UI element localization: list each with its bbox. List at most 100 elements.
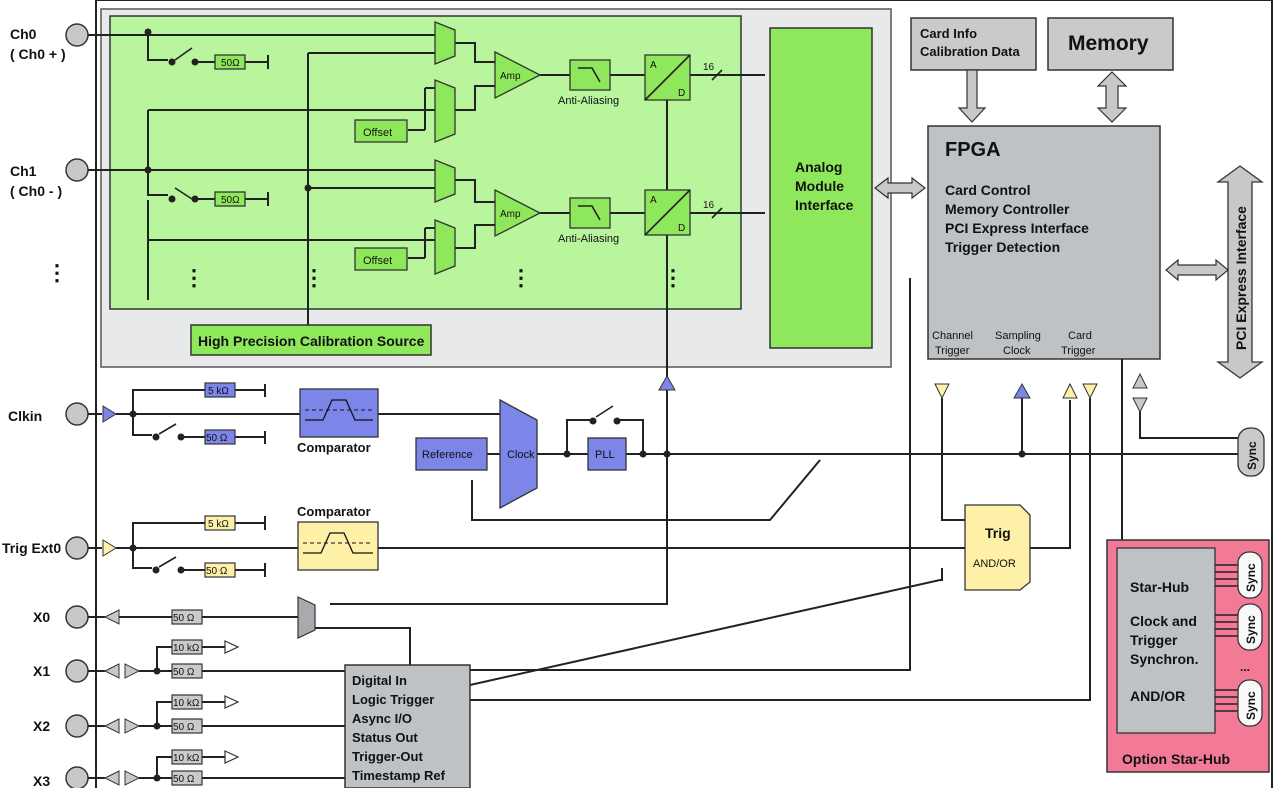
pll-label: PLL [595, 449, 615, 461]
digital-io-block: Digital In Logic Trigger Async I/O Statu… [344, 664, 471, 788]
ch1-r50-label: 50Ω [221, 195, 240, 206]
port-x1[interactable] [65, 659, 89, 683]
port-trigext0[interactable] [65, 536, 89, 560]
clock-comparator: Comparator [297, 388, 379, 455]
ch0-offset-label: Offset [363, 127, 392, 139]
pll-block: PLL [587, 437, 627, 471]
more-channels-dots: ⋮ [46, 260, 68, 285]
ch0-amp: Amp [494, 50, 542, 100]
card-outline [95, 0, 1273, 788]
x2-r50: 50 Ω [171, 718, 203, 734]
ch1-adc-d: D [678, 223, 685, 234]
fpga-line-1: Card Control [945, 182, 1031, 198]
fpga-channel-trigger-1: Channel [932, 330, 973, 342]
ch1-antialias-label: Anti-Aliasing [558, 233, 619, 245]
dio-line-3: Async I/O [352, 711, 412, 726]
dio-line-5: Trigger-Out [352, 749, 423, 764]
analog-dots-1: ⋮ [183, 265, 205, 290]
clock-r50: 50 Ω [204, 429, 236, 445]
x1-r10k: 10 kΩ [171, 639, 203, 655]
x3-r10k-label: 10 kΩ [173, 753, 200, 764]
clock-r50-label: 50 Ω [206, 433, 228, 444]
starhub-line-2: Clock and [1130, 613, 1197, 629]
memory-arrow [1096, 71, 1128, 123]
clock-to-adc-triangle [658, 374, 676, 391]
fpga-line-2: Memory Controller [945, 201, 1070, 217]
sync-3-label: Sync [1244, 691, 1258, 720]
x1-r50-label: 50 Ω [173, 667, 195, 678]
x1-r10k-label: 10 kΩ [173, 643, 200, 654]
ch1-offset-mux [434, 219, 456, 275]
port-x2[interactable] [65, 714, 89, 738]
clkin-label: Clkin [8, 408, 42, 424]
trig-comparator: Comparator [297, 504, 379, 571]
x2-r10k-label: 10 kΩ [173, 698, 200, 709]
sync-1-label: Sync [1244, 563, 1258, 592]
fpga-title: FPGA [945, 139, 1001, 161]
memory-label: Memory [1068, 32, 1149, 55]
memory-box: Memory [1047, 17, 1174, 71]
trig-andor-block: Trig AND/OR [964, 504, 1031, 591]
reference-block: Reference [415, 437, 488, 471]
starhub-line-4: Synchron. [1130, 651, 1198, 667]
calibration-label: High Precision Calibration Source [198, 333, 425, 349]
ch0-sub-label: ( Ch0 + ) [10, 46, 66, 62]
analog-module-interface: Analog Module Interface [769, 27, 873, 349]
dio-line-2: Logic Trigger [352, 692, 434, 707]
trig-r5k-label: 5 kΩ [208, 519, 229, 530]
cardinfo-arrow [957, 69, 987, 123]
fpga-channel-trigger-2: Trigger [935, 345, 970, 357]
ch1-adc: A D [644, 189, 691, 236]
port-clkin[interactable] [65, 402, 89, 426]
x3-r50-label: 50 Ω [173, 774, 195, 785]
sync-main-label: Sync [1245, 441, 1259, 470]
trig-r50: 50 Ω [204, 562, 236, 578]
x3-r50: 50 Ω [171, 770, 203, 786]
cardinfo-line-2: Calibration Data [920, 44, 1020, 59]
ch1-amp: Amp [494, 188, 542, 238]
x0-r50-label: 50 Ω [173, 613, 195, 624]
x0-label: X0 [33, 609, 50, 625]
x3-label: X3 [33, 773, 50, 788]
starhub-dots: ... [1240, 660, 1250, 674]
channel-trigger-arrow [934, 383, 950, 400]
analog-dots-3: ⋮ [510, 265, 532, 290]
ami-line-1: Analog [795, 159, 842, 175]
card-trigger-out-arrow [1082, 383, 1098, 400]
x1-r50: 50 Ω [171, 663, 203, 679]
sync-connector-1[interactable]: Sync [1237, 551, 1263, 599]
pcie-label: PCI Express Interface [1233, 206, 1249, 350]
trig-andor-label: AND/OR [973, 558, 1016, 570]
trigext0-label: Trig Ext0 [2, 540, 61, 556]
cardinfo-line-1: Card Info [920, 26, 977, 41]
card-info-box: Card Info Calibration Data [910, 17, 1037, 71]
x2-r50-label: 50 Ω [173, 722, 195, 733]
ch0-antialias-label: Anti-Aliasing [558, 95, 619, 107]
starhub-option-label: Option Star-Hub [1122, 751, 1230, 767]
sync-connector-2[interactable]: Sync [1237, 603, 1263, 651]
pcie-interface: PCI Express Interface [1216, 165, 1264, 379]
fpga-line-3: PCI Express Interface [945, 220, 1089, 236]
clock-comparator-label: Comparator [297, 440, 371, 455]
sync-2-label: Sync [1244, 615, 1258, 644]
clock-mux: Clock [499, 398, 538, 510]
sampling-clock-arrow [1013, 382, 1031, 399]
calibration-source: High Precision Calibration Source [190, 300, 432, 356]
clock-r5k: 5 kΩ [204, 382, 236, 398]
ch0-bus-slash [711, 69, 723, 81]
port-ch0[interactable] [65, 23, 89, 47]
ch0-bits: 16 [703, 62, 715, 73]
port-x3[interactable] [65, 766, 89, 788]
sync-connector-3[interactable]: Sync [1237, 679, 1263, 727]
port-x0[interactable] [65, 605, 89, 629]
analog-dots-2: ⋮ [303, 265, 325, 290]
port-ch1[interactable] [65, 158, 89, 182]
ch1-label: Ch1 [10, 163, 37, 179]
clock-r5k-label: 5 kΩ [208, 386, 229, 397]
fpga-card-trigger-1: Card [1068, 330, 1092, 342]
sync-connector-main[interactable]: Sync [1237, 427, 1265, 477]
ch1-mux [434, 159, 456, 203]
clock-label: Clock [507, 449, 535, 461]
ch0-mux [434, 21, 456, 65]
